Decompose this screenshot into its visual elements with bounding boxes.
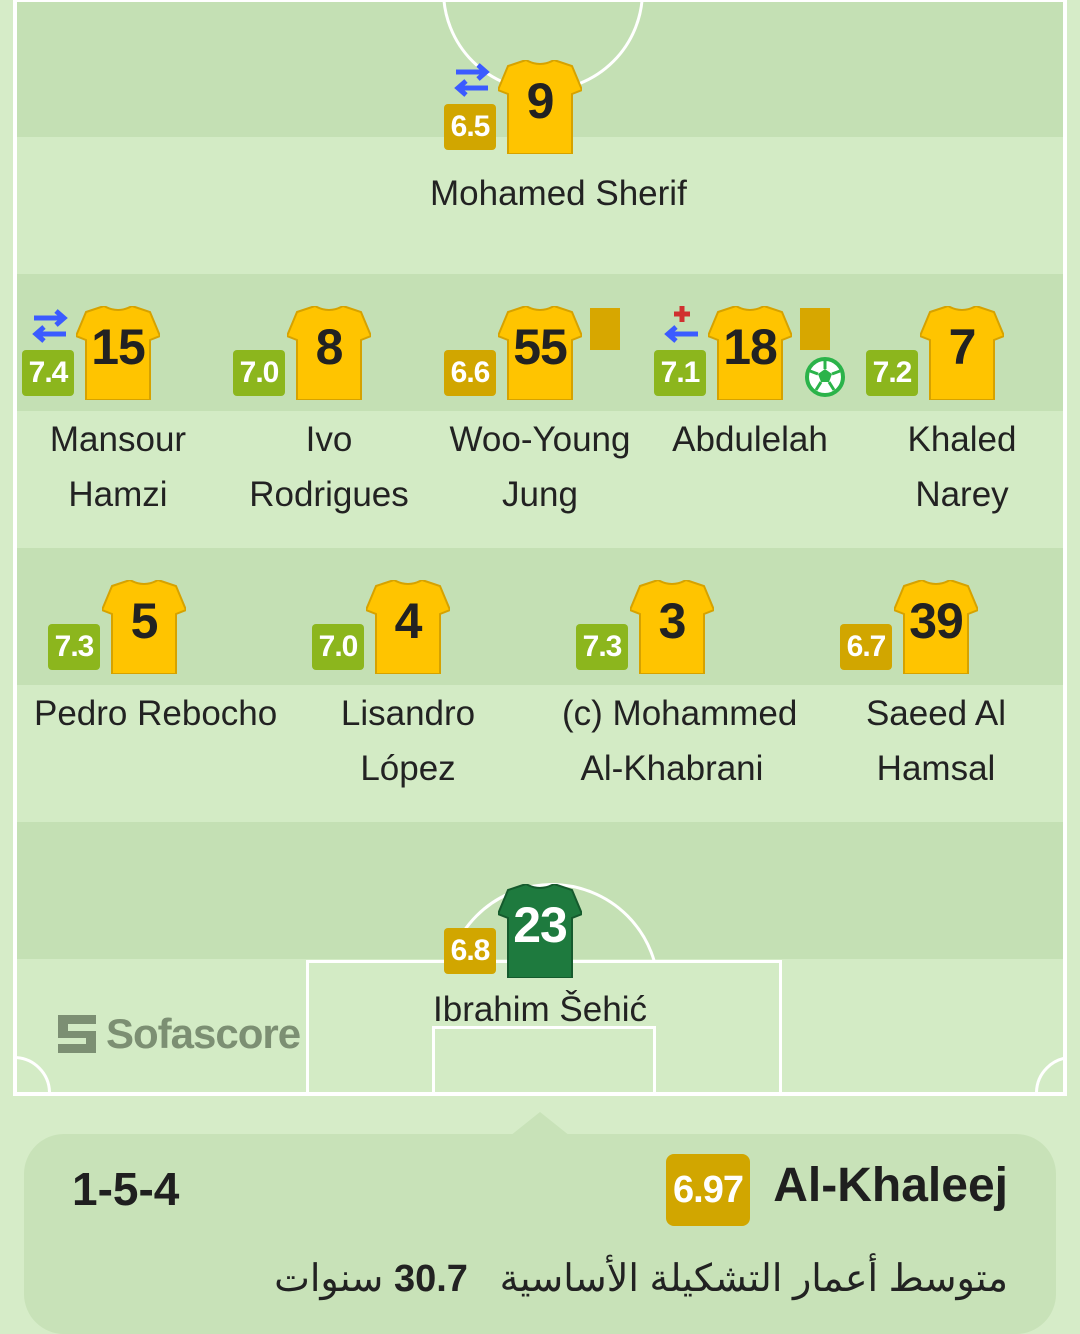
shirt-number: 8: [315, 319, 344, 375]
player-name: Abdulelah: [672, 420, 828, 459]
injury-substitution-icon: [664, 306, 698, 343]
team-name[interactable]: Al-Khaleej: [773, 1159, 1008, 1212]
goal-area: [432, 1026, 656, 1092]
player-rating: 7.3: [576, 624, 628, 670]
shirt-number: 3: [658, 593, 687, 649]
sofascore-logo: Sofascore: [58, 1010, 301, 1058]
shirt-number: 23: [513, 897, 568, 953]
player-name: Ivo Rodrigues: [249, 420, 409, 514]
team-rating-badge: 6.97: [666, 1154, 750, 1226]
shirt-number: 55: [513, 319, 568, 375]
player-mid-4[interactable]: 18 7.1 Abdulelah: [640, 306, 860, 467]
yellow-card-icon: [800, 308, 830, 350]
player-rating: 7.2: [866, 350, 918, 396]
player-mid-2[interactable]: 8 7.0 Ivo Rodrigues: [219, 306, 439, 522]
player-name: Saeed Al Hamsal: [865, 694, 1007, 788]
player-def-1[interactable]: 5 7.3 Pedro Rebocho: [34, 580, 278, 741]
player-mid-1[interactable]: 15 7.4 Mansour Hamzi: [8, 306, 228, 522]
average-age-label: متوسط أعمار التشكيلة الأساسية: [499, 1258, 1008, 1300]
player-name: Mohamed Sherif: [430, 174, 687, 213]
player-mid-5[interactable]: 7 7.2 Khaled Narey: [852, 306, 1072, 522]
player-name: (c) Mohammed Al-Khabrani: [562, 694, 798, 788]
player-name: Mansour Hamzi: [49, 420, 187, 514]
player-name: Lisandro López: [340, 694, 476, 788]
shirt-number: 18: [723, 319, 778, 375]
team-summary-panel: [24, 1134, 1056, 1334]
player-rating: 7.4: [22, 350, 74, 396]
average-age-value: 30.7: [393, 1258, 468, 1300]
pitch: [13, 0, 1067, 1096]
shirt-number: 7: [948, 319, 977, 375]
shirt-number: 5: [130, 593, 159, 649]
average-age-unit: سنوات: [274, 1258, 384, 1300]
panel-pointer: [510, 1112, 570, 1136]
player-def-2[interactable]: 4 7.0 Lisandro López: [298, 580, 518, 796]
formation: 1-5-4: [72, 1163, 180, 1215]
player-rating: 6.8: [444, 928, 496, 974]
brand-name: Sofascore: [106, 1010, 301, 1057]
player-rating: 6.6: [444, 350, 496, 396]
player-name: Pedro Rebocho: [34, 694, 278, 733]
player-mid-3[interactable]: 55 6.6 Woo-Young Jung: [430, 306, 650, 522]
player-rating: 6.5: [444, 104, 496, 150]
player-forward[interactable]: 9 6.5 Mohamed Sherif: [430, 60, 687, 221]
shirt-number: 4: [394, 593, 423, 649]
player-rating: 7.0: [312, 624, 364, 670]
goal-ball-icon: [805, 357, 845, 397]
player-rating: 6.7: [840, 624, 892, 670]
substitution-icon: [454, 63, 490, 97]
player-def-3[interactable]: 3 7.3 (c) Mohammed Al-Khabrani: [562, 580, 798, 796]
player-goalkeeper[interactable]: 23 6.8 Ibrahim Šehić: [430, 884, 650, 1037]
average-age: متوسط أعمار التشكيلة الأساسية 30.7 سنوات: [274, 1256, 1008, 1301]
player-name: Woo-Young Jung: [449, 420, 631, 514]
shirt-number: 15: [91, 319, 146, 375]
player-rating: 7.0: [233, 350, 285, 396]
player-rating: 7.3: [48, 624, 100, 670]
player-rating: 7.1: [654, 350, 706, 396]
player-name: Khaled Narey: [907, 420, 1017, 514]
shirt-number: 39: [909, 593, 964, 649]
yellow-card-icon: [590, 308, 620, 350]
shirt-number: 9: [526, 73, 555, 129]
sofascore-logo-icon: [58, 1015, 96, 1053]
player-def-4[interactable]: 39 6.7 Saeed Al Hamsal: [826, 580, 1046, 796]
substitution-icon: [32, 309, 68, 343]
player-name: Ibrahim Šehić: [433, 990, 647, 1029]
